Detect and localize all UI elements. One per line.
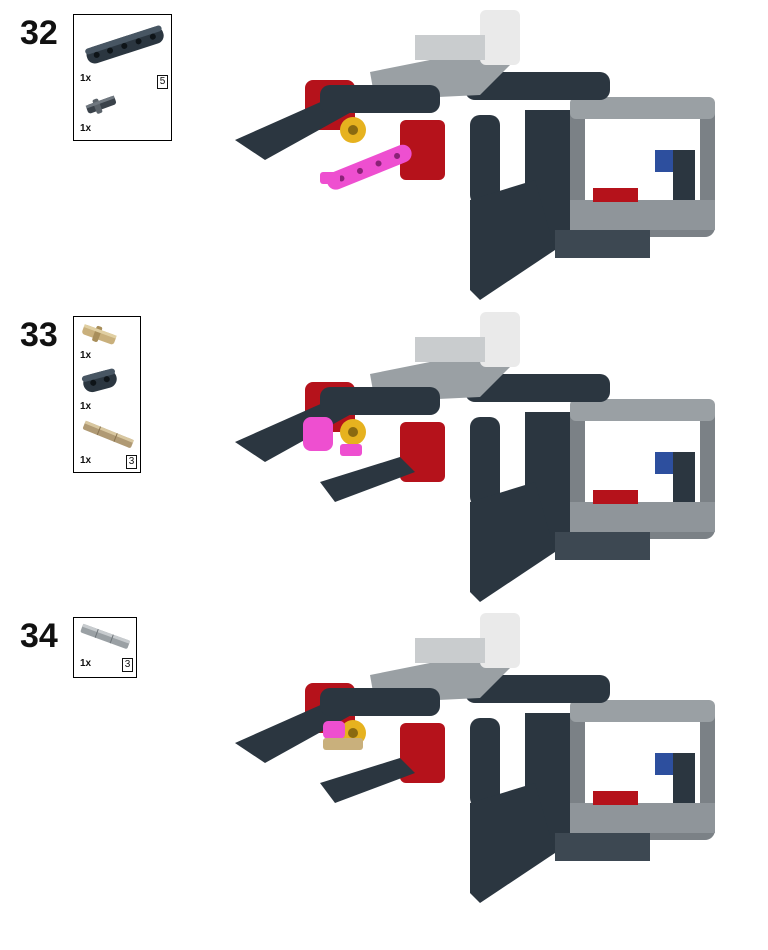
- part-quantity: 1x: [80, 350, 92, 361]
- axle-3-part: [78, 417, 138, 453]
- axle-pin-part: [78, 321, 122, 349]
- part-length-label: 5: [157, 75, 168, 89]
- step-model-illustration: [225, 302, 725, 612]
- part-quantity: 1x: [80, 73, 92, 84]
- part-quantity: 1x: [80, 658, 92, 669]
- parts-list-box: 1x 3: [73, 617, 137, 678]
- beam-5-part: [79, 23, 169, 68]
- part-quantity: 1x: [80, 455, 92, 466]
- step-number: 32: [20, 14, 58, 52]
- beam-2-part: [78, 363, 122, 399]
- step-model-illustration: [225, 0, 725, 310]
- part-quantity: 1x: [80, 401, 92, 412]
- part-length-label: 3: [126, 455, 137, 469]
- parts-list-box: 1x 5 1x: [73, 14, 172, 141]
- step-model-illustration: [225, 603, 725, 918]
- step-33: 33 1x 1x: [0, 302, 768, 607]
- step-number: 34: [20, 617, 58, 655]
- parts-list-box: 1x 1x 1x 3: [73, 316, 141, 473]
- step-34: 34 1x 3: [0, 603, 768, 933]
- step-32: 32 1x 5 1x: [0, 0, 768, 305]
- axle-3-part: [76, 620, 134, 654]
- part-length-label: 3: [122, 658, 133, 672]
- part-quantity: 1x: [80, 123, 92, 134]
- step-number: 33: [20, 316, 58, 354]
- connector-peg-part: [82, 92, 122, 117]
